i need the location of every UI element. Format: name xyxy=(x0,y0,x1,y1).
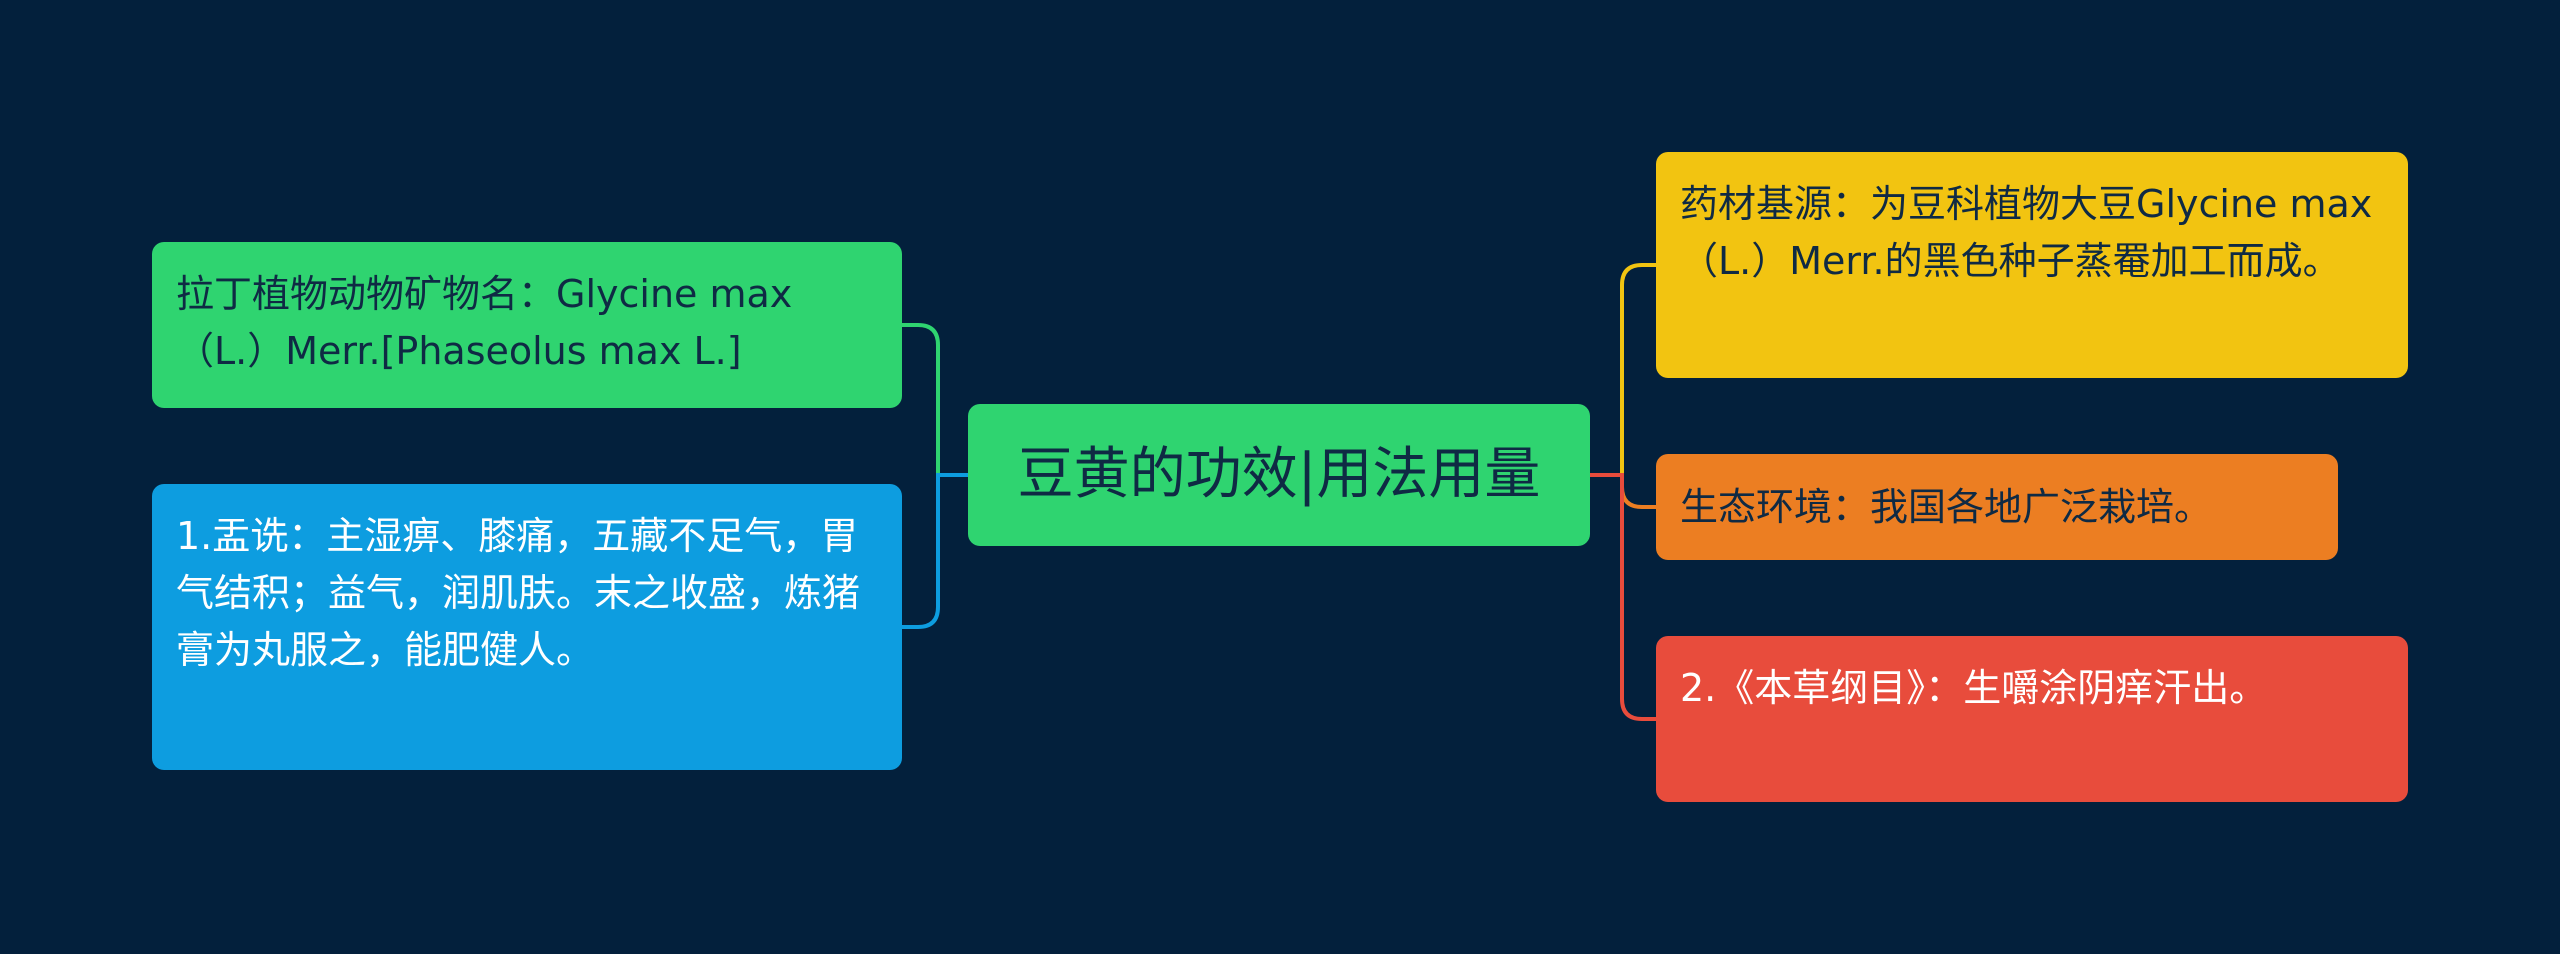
topic-meng-shen[interactable]: 1.盂诜：主湿痹、膝痛，五藏不足气，胃气结积；益气，润肌肤。末之收盛，炼猪膏为丸… xyxy=(152,484,902,770)
topic-habitat[interactable]: 生态环境：我国各地广泛栽培。 xyxy=(1656,454,2338,560)
topic-bencao-gangmu[interactable]: 2.《本草纲目》：生嚼涂阴痒汗出。 xyxy=(1656,636,2408,802)
topic-source[interactable]: 药材基源：为豆科植物大豆Glycine max（L.）Merr.的黑色种子蒸罨加… xyxy=(1656,152,2408,378)
link-root-to-use xyxy=(902,473,968,629)
link-root-to-source xyxy=(1590,263,1656,477)
root-topic[interactable]: 豆黄的功效|用法用量 xyxy=(968,404,1590,546)
topic-latin-name[interactable]: 拉丁植物动物矿物名：Glycine max（L.）Merr.[Phaseolus… xyxy=(152,242,902,408)
link-root-to-latin xyxy=(902,323,968,477)
link-root-to-bencao xyxy=(1590,473,1656,721)
